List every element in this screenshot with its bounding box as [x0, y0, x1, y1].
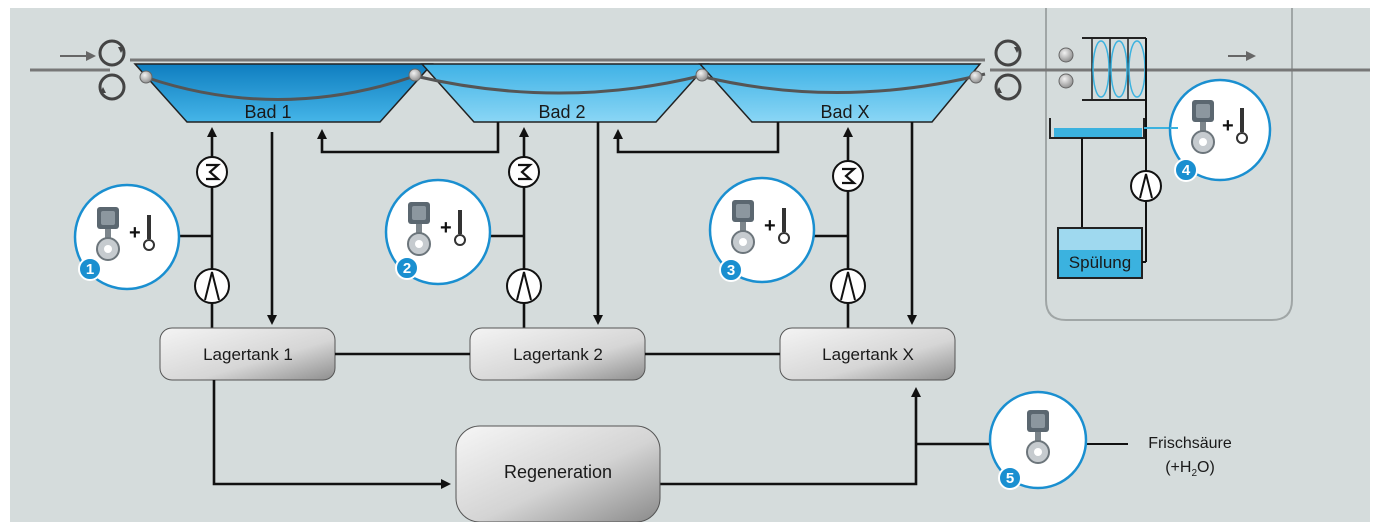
flowmeter-icon [96, 207, 120, 261]
flowmeter-icon [1191, 100, 1215, 154]
storage-tank-2: Lagertank 2 [469, 327, 646, 381]
measuring-point-1-badge [78, 257, 102, 281]
measuring-point-2-badge [395, 256, 419, 280]
bath-1: Bad 1 [133, 63, 434, 123]
measuring-point-5: 5 [988, 390, 1088, 490]
flowmeter-icon [407, 202, 431, 256]
heat-exchanger-icon [196, 156, 228, 188]
pump-icon [506, 268, 542, 304]
measuring-point-3-number: 3 [727, 262, 735, 279]
overflow-bathx-to-bath2 [613, 122, 780, 154]
svg-text:+: + [764, 215, 776, 237]
drive-roller-left [98, 39, 126, 101]
measuring-point-4: + 4 [1168, 78, 1272, 182]
pump-icon [830, 268, 866, 304]
storage-tank-1: Lagertank 1 [159, 327, 336, 381]
overflow-bath2-to-bath1 [317, 122, 500, 154]
storage-tank-1-label: Lagertank 1 [203, 345, 293, 364]
storage-tank-x: Lagertank X [779, 327, 956, 381]
measuring-point-4-number: 4 [1182, 162, 1191, 179]
flowmeter-icon [731, 200, 755, 254]
bath-1-label: Bad 1 [244, 102, 291, 122]
svg-text:+: + [440, 217, 452, 239]
pump-icon [194, 268, 230, 304]
measuring-point-5-badge [998, 466, 1022, 490]
conductivity-sensor-icon [778, 208, 790, 244]
rinse-zone-frame [1045, 8, 1293, 321]
measuring-point-2: + 2 [384, 178, 492, 286]
metal-strip [30, 58, 1370, 101]
rinse-tank: Spülung [1057, 227, 1146, 279]
svg-text:+: + [1222, 115, 1234, 137]
bath-x-label: Bad X [820, 102, 869, 122]
guide-rollers [139, 47, 1074, 89]
fresh-acid-subscript: 2 [1191, 468, 1197, 479]
fresh-acid-label: Frischsäure (+H2O) [1148, 435, 1232, 479]
measuring-point-5-number: 5 [1006, 470, 1014, 487]
heat-exchanger-icon [508, 156, 540, 188]
heat-exchanger-icon [832, 160, 864, 192]
rinse-tank-label: Spülung [1069, 253, 1131, 272]
conductivity-sensor-icon [143, 215, 155, 251]
conductivity-sensor-icon [454, 210, 466, 246]
regeneration-unit: Regeneration [455, 425, 661, 522]
fresh-acid-line2: (+H2O) [1165, 459, 1215, 479]
storage-tank-x-label: Lagertank X [822, 345, 914, 364]
measuring-point-1: + 1 [73, 183, 181, 291]
fresh-acid-line1: Frischsäure [1148, 435, 1232, 452]
measuring-point-3: + 3 [708, 176, 816, 284]
fresh-acid-prefix: (+H [1165, 459, 1191, 476]
rinse-spray-unit [1082, 37, 1147, 262]
conductivity-sensor-icon [1236, 108, 1248, 144]
strip-direction-arrows [60, 51, 1256, 61]
rinse-pump-icon [1130, 170, 1162, 202]
flowmeter-icon [1026, 410, 1050, 464]
bath-2-label: Bad 2 [538, 102, 585, 122]
storage-tank-2-label: Lagertank 2 [513, 345, 603, 364]
measuring-point-1-number: 1 [86, 261, 94, 278]
fresh-acid-suffix: O) [1197, 459, 1215, 476]
measuring-point-3-badge [719, 258, 743, 282]
measuring-point-4-badge [1174, 158, 1198, 182]
drive-roller-right [994, 39, 1022, 101]
measuring-point-2-number: 2 [403, 260, 411, 277]
regeneration-label: Regeneration [504, 462, 612, 482]
svg-text:+: + [129, 222, 141, 244]
